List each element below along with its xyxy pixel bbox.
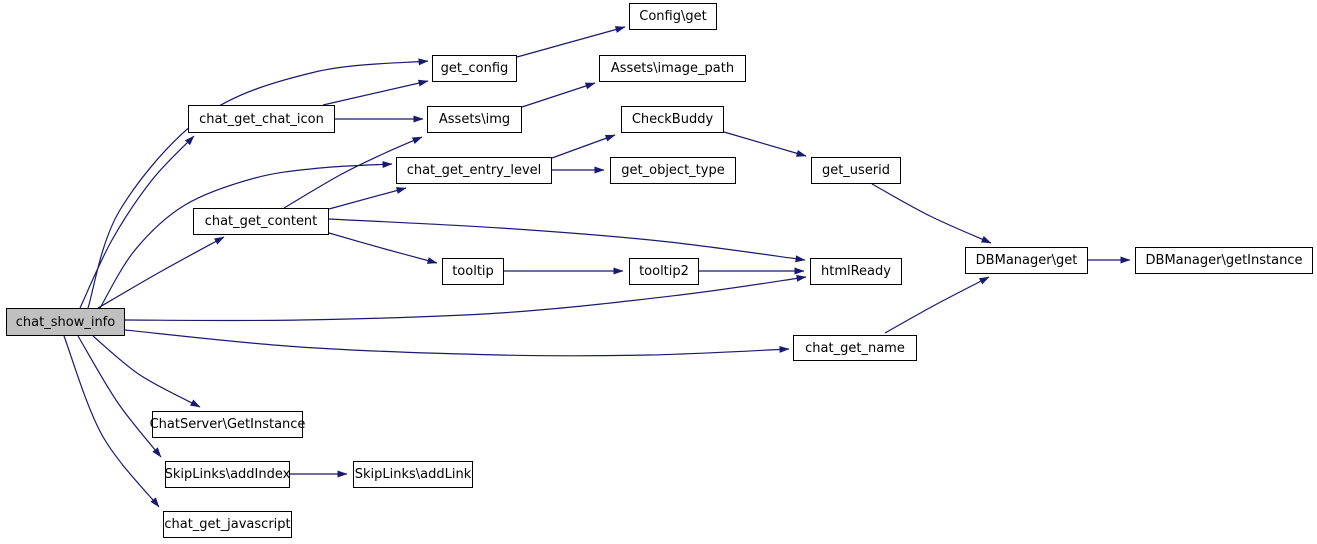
edge-assets_img-to-assets_image_path: [521, 82, 596, 108]
node-chat_get_entry_level[interactable]: chat_get_entry_level: [396, 157, 552, 184]
edge-chat_get_content-to-assets_img: [283, 136, 423, 209]
node-dbmanager_getinstance[interactable]: DBManager\getInstance: [1135, 247, 1313, 274]
edge-chat_show_info-to-skiplinks_addindex: [77, 335, 162, 458]
node-get_object_type[interactable]: get_object_type: [610, 157, 736, 184]
node-chat_get_content[interactable]: chat_get_content: [193, 208, 329, 235]
edge-chat_get_entry_level-to-check_buddy: [551, 134, 616, 159]
node-assets_image_path[interactable]: Assets\image_path: [599, 55, 746, 82]
edge-chat_show_info-to-chat_get_chat_icon: [79, 135, 195, 309]
node-skiplinks_addlink[interactable]: SkipLinks\addLink: [353, 461, 473, 488]
node-chatserver_getinstance[interactable]: ChatServer\GetInstance: [150, 411, 305, 438]
edge-chat_show_info-to-chat_get_javascript: [63, 335, 160, 508]
node-chat_show_info: chat_show_info: [6, 308, 125, 336]
edge-chat_get_content-to-tooltip: [328, 232, 438, 264]
node-html_ready[interactable]: htmlReady: [810, 258, 902, 285]
node-config_get[interactable]: Config\get: [629, 3, 717, 30]
node-skiplinks_addindex[interactable]: SkipLinks\addIndex: [165, 461, 290, 488]
edge-chat_show_info-to-html_ready: [124, 274, 807, 322]
node-dbmanager_get[interactable]: DBManager\get: [965, 247, 1088, 274]
node-chat_get_javascript[interactable]: chat_get_javascript: [163, 511, 292, 538]
node-assets_img[interactable]: Assets\img: [427, 106, 522, 133]
edge-chat_get_content-to-html_ready: [328, 218, 806, 263]
edge-chat_show_info-to-chat_get_entry_level: [99, 161, 393, 309]
edge-chat_get_chat_icon-to-get_config: [322, 79, 429, 106]
edge-chat_get_name-to-dbmanager_get: [884, 276, 990, 334]
node-chat_get_name[interactable]: chat_get_name: [793, 335, 917, 361]
edge-chat_show_info-to-chat_get_content: [97, 236, 225, 309]
node-tooltip2[interactable]: tooltip2: [629, 258, 699, 285]
edge-chat_show_info-to-chatserver_getinstance: [92, 335, 201, 408]
edge-get_config-to-config_get: [516, 26, 626, 58]
node-get_config[interactable]: get_config: [432, 55, 517, 82]
node-get_userid[interactable]: get_userid: [811, 157, 901, 184]
edge-get_userid-to-dbmanager_get: [871, 183, 992, 244]
node-chat_get_chat_icon[interactable]: chat_get_chat_icon: [188, 105, 335, 133]
edge-chat_get_content-to-chat_get_entry_level: [328, 187, 407, 210]
edge-chat_show_info-to-get_config: [87, 58, 429, 309]
node-tooltip[interactable]: tooltip: [442, 258, 504, 285]
node-check_buddy[interactable]: CheckBuddy: [621, 106, 724, 133]
edge-chat_show_info-to-chat_get_name: [124, 329, 790, 357]
edge-check_buddy-to-get_userid: [723, 131, 807, 157]
